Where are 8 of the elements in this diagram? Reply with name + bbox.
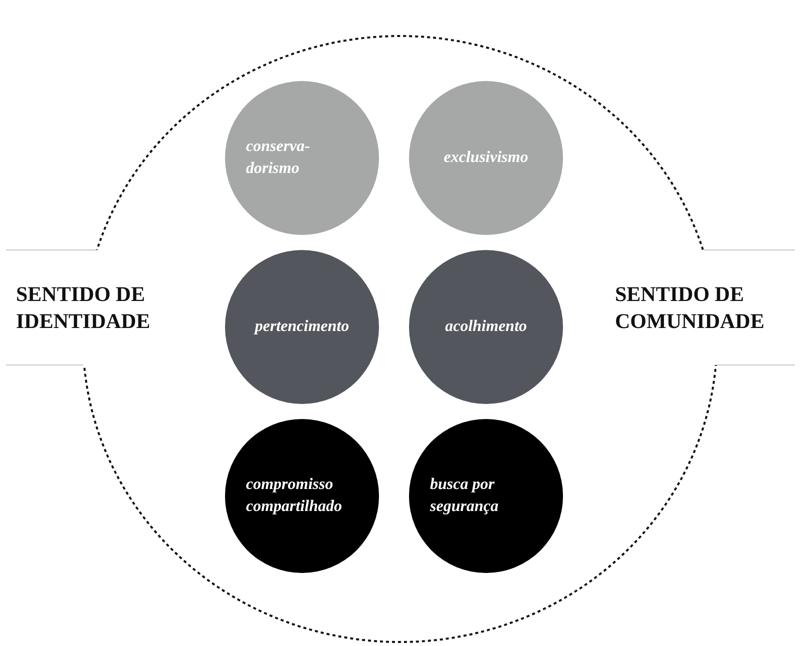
category-label: compromisso compartilhado (246, 475, 344, 517)
category-label: pertencimento (254, 317, 350, 338)
section-heading: SENTIDO DE COMUNIDADE (615, 281, 766, 334)
category-label: busca por segurança (430, 475, 500, 517)
category-label: conserva-dorismo (246, 137, 311, 179)
category-label: exclusivismo (444, 148, 528, 168)
section-heading: SENTIDO DE IDENTIDADE (16, 281, 152, 334)
category-label: acolhimento (445, 317, 527, 338)
